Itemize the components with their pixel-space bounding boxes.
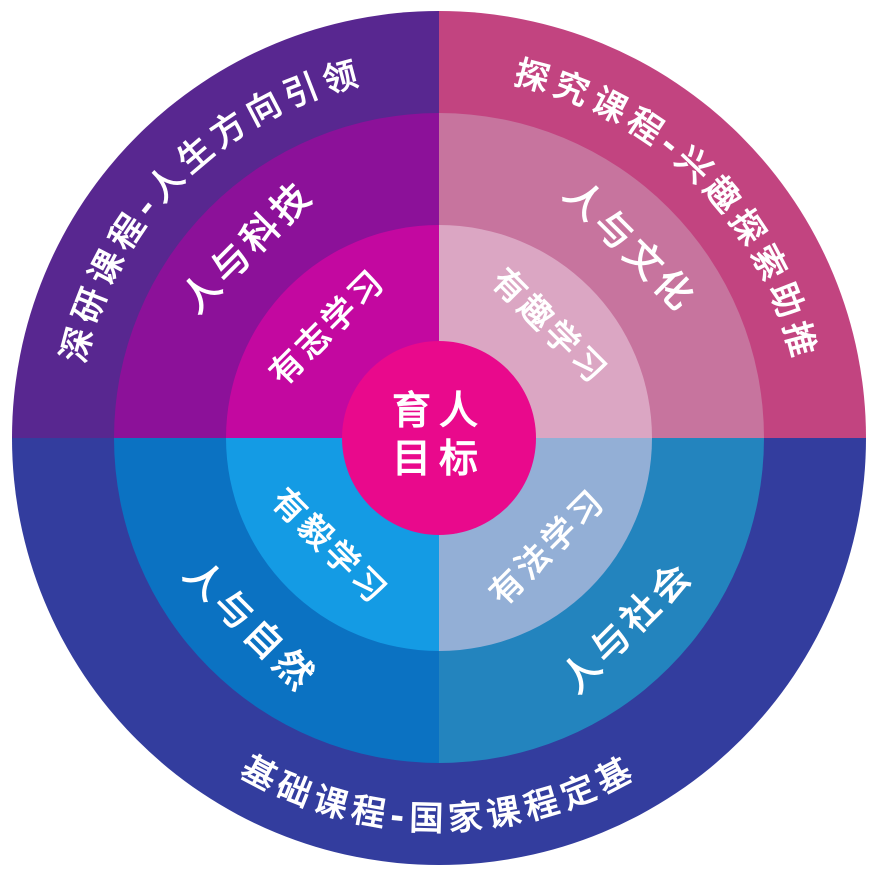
center-label-line2: 目标 <box>392 437 486 482</box>
center-circle <box>342 341 536 535</box>
center-label-line1: 育人 <box>392 389 486 434</box>
